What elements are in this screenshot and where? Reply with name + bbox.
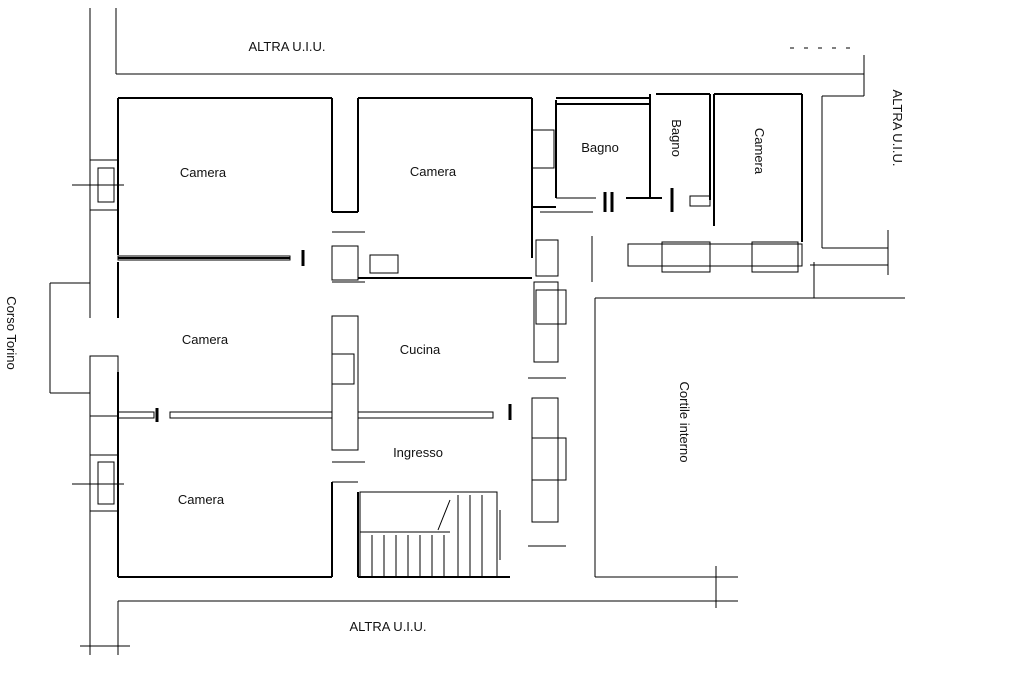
neighbor-label-top: ALTRA U.I.U. [248,39,325,54]
street-windows [72,95,124,586]
interior-walls [117,129,803,547]
room-label-camera: Camera [752,128,767,175]
room-label-camera: Camera [178,492,225,507]
room-label-cucina: Cucina [400,342,441,357]
room-label-camera: Camera [180,165,227,180]
courtyard-label: Cortile interno [677,382,692,463]
room-label-bagno: Bagno [669,119,684,157]
neighbor-label-right: ALTRA U.I.U. [890,89,905,166]
room-label-camera: Camera [410,164,457,179]
room-label-bagno: Bagno [581,140,619,155]
neighbor-label-bottom: ALTRA U.I.U. [349,619,426,634]
staircase [359,491,501,578]
room-label-camera: Camera [182,332,229,347]
street-label: Corso Torino [4,296,19,369]
room-label-ingresso: Ingresso [393,445,443,460]
exterior-walls [117,93,803,578]
boundary-lines [49,8,905,655]
